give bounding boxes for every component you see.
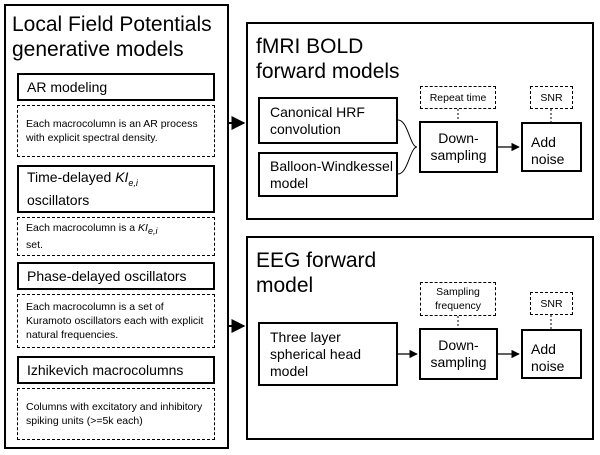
fmri-panel-title: fMRI BOLD forward models [256, 34, 456, 84]
time-delayed-desc-pre: Each macrocolumn is a [26, 221, 139, 234]
balloon-to-downsampling-connector [397, 146, 418, 175]
time-delayed-box: Time-delayed KIe,i oscillators [17, 165, 215, 213]
fmri-title-line2: forward models [256, 60, 400, 83]
sampling-frequency-box: Sampling frequency [420, 282, 496, 316]
phase-delayed-desc-text: Each macrocolumn is a set of Kuramoto os… [26, 301, 204, 341]
phase-delayed-box: Phase-delayed oscillators [17, 262, 215, 290]
fmri-snr-label: SNR [540, 91, 563, 104]
izhikevich-desc: Columns with excitatory and inhibitory s… [17, 388, 215, 440]
eeg-panel-title: EEG forward model [256, 248, 456, 298]
balloon-windkessel-label: Balloon-Windkessel model [270, 157, 393, 191]
eeg-add-noise-box: Add noise [521, 329, 582, 379]
izhikevich-label: Izhikevich macrocolumns [27, 361, 184, 378]
eeg-snr-box: SNR [530, 292, 573, 315]
canonical-hrf-box: Canonical HRF convolution [258, 97, 398, 144]
time-delayed-label-post: oscillators [27, 191, 90, 208]
ar-modeling-desc-text: Each macrocolumn is an AR process with e… [26, 118, 198, 144]
fmri-add-noise-label: Add noise [531, 134, 565, 167]
time-delayed-desc-sub: e,i [147, 226, 158, 237]
fmri-add-noise-box: Add noise [521, 122, 582, 172]
ar-modeling-desc: Each macrocolumn is an AR process with e… [17, 105, 215, 157]
izhikevich-box: Izhikevich macrocolumns [17, 356, 215, 384]
balloon-windkessel-box: Balloon-Windkessel model [258, 152, 398, 197]
izhikevich-desc-text: Columns with excitatory and inhibitory s… [26, 401, 203, 427]
canonical-hrf-label: Canonical HRF convolution [270, 103, 365, 137]
time-delayed-label-sub: e,i [128, 177, 138, 188]
eeg-downsampling-label: Down-sampling [430, 337, 487, 370]
time-delayed-desc-var: KI [138, 221, 148, 234]
phase-delayed-label: Phase-delayed oscillators [27, 267, 187, 284]
sampling-frequency-label: Sampling frequency [434, 286, 482, 312]
time-delayed-label-pre: Time-delayed [27, 169, 116, 186]
lfp-title-line2: generative models [12, 38, 184, 61]
fmri-title-line1: fMRI BOLD [256, 35, 364, 58]
phase-delayed-desc: Each macrocolumn is a set of Kuramoto os… [17, 294, 215, 348]
ar-modeling-label: AR modeling [27, 78, 108, 95]
time-delayed-label-var: KI [115, 169, 129, 186]
eeg-snr-label: SNR [540, 297, 563, 310]
fmri-snr-box: SNR [530, 86, 573, 109]
repeat-time-box: Repeat time [420, 86, 496, 109]
spherical-head-box: Three layer spherical head model [258, 322, 398, 386]
eeg-add-noise-label: Add noise [531, 341, 565, 374]
time-delayed-desc: Each macrocolumn is a KIe,i set. [17, 217, 215, 256]
hrf-to-downsampling-connector [397, 119, 418, 148]
ar-modeling-box: AR modeling [17, 73, 215, 101]
eeg-downsampling-box: Down-sampling [419, 328, 498, 380]
repeat-time-label: Repeat time [429, 91, 487, 104]
spherical-head-label: Three layer spherical head model [270, 328, 362, 379]
time-delayed-desc-post: set. [26, 239, 43, 252]
eeg-title-line2: model [256, 274, 314, 297]
eeg-title-line1: EEG forward [256, 249, 377, 272]
fmri-downsampling-box: Down-sampling [419, 121, 498, 173]
lfp-panel-title: Local Field Potentials generative models [12, 12, 227, 62]
lfp-title-line1: Local Field Potentials [12, 13, 212, 36]
fmri-downsampling-label: Down-sampling [430, 130, 487, 163]
